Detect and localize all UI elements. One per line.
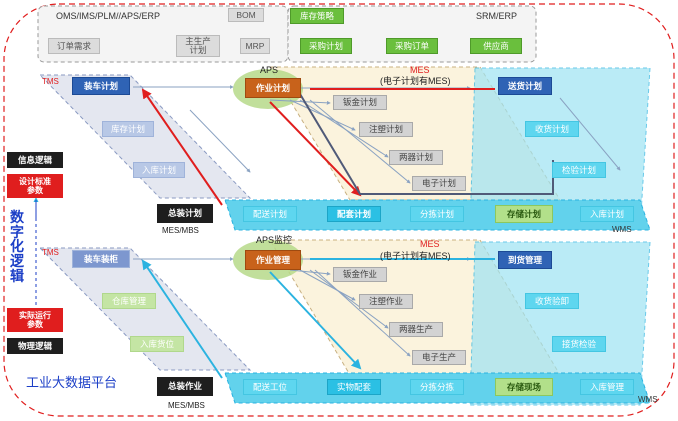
inspection-plan-box[interactable]: 检验计划 (552, 162, 606, 178)
outer-frame (3, 3, 675, 417)
warehouse-mgmt-box[interactable]: 仓库管理 (102, 293, 156, 309)
material-kitting-box[interactable]: 实物配套 (327, 379, 381, 395)
storage-site-box[interactable]: 存储现场 (495, 378, 553, 396)
loading-truck-box[interactable]: 装车装柜 (72, 250, 130, 268)
oms-systems-label: OMS/IMS/PLM//APS/ERP (56, 11, 161, 21)
injection-plan-box[interactable]: 注塑计划 (359, 122, 413, 137)
mrp-box[interactable]: MRP (240, 38, 270, 54)
actual-params-box[interactable]: 实际运行 参数 (7, 308, 63, 332)
wms-lower-zone (469, 241, 651, 406)
receiving-plan-box[interactable]: 收货计划 (525, 121, 579, 137)
warehousing-plan-box[interactable]: 入库计划 (133, 162, 185, 178)
bom-box[interactable]: BOM (228, 8, 264, 22)
design-params-box[interactable]: 设计标准 参数 (7, 174, 63, 198)
receiving-check-box[interactable]: 收货验卸 (525, 293, 579, 309)
tms-lower-zone (38, 247, 252, 371)
red-arrows (141, 88, 495, 206)
assembly-plan-box[interactable]: 总装计划 (157, 204, 213, 223)
inbound-mgmt-box[interactable]: 入库管理 (580, 379, 634, 395)
picking-sort-box[interactable]: 分拣分拣 (410, 379, 464, 395)
distribution-slot-box[interactable]: 配送工位 (243, 379, 297, 395)
injection-op-box[interactable]: 注塑作业 (359, 294, 413, 309)
tms-upper-label: TMS (42, 77, 59, 86)
supplier-box[interactable]: 供应商 (470, 38, 522, 54)
inbound-plan-box[interactable]: 入库计划 (580, 206, 634, 222)
receipt-inspection-box[interactable]: 接货检验 (552, 336, 606, 352)
storage-plan-box[interactable]: 存储计划 (495, 205, 553, 223)
electronic-prod-box[interactable]: 电子生产 (412, 350, 466, 365)
digital-logic-label: 数字化逻辑 (10, 209, 24, 284)
srm-erp-label: SRM/ERP (476, 11, 518, 21)
mes-lower-label: MES (420, 239, 440, 249)
two-device-prod-box[interactable]: 两器生产 (389, 322, 443, 337)
arrival-mgmt-box[interactable]: 到货管理 (498, 251, 552, 269)
picking-plan-box[interactable]: 分拣计划 (410, 206, 464, 222)
electronic-plan-box[interactable]: 电子计划 (412, 176, 466, 191)
kitting-plan-box[interactable]: 配套计划 (327, 206, 381, 222)
physical-logic-box[interactable]: 物理逻辑 (7, 338, 63, 354)
mes-mbs-lower-label: MES/MBS (168, 401, 205, 410)
sheet-metal-plan-box[interactable]: 钣金计划 (333, 95, 387, 110)
cyan-arrows (141, 258, 495, 379)
mes-upper-label: MES (410, 65, 430, 75)
mes-upper-note: (电子计划有MES) (380, 76, 451, 86)
mes-mbs-upper-label: MES/MBS (162, 226, 199, 235)
wms-upper-label: WMS (612, 225, 632, 234)
platform-label: 工业大数据平台 (26, 375, 118, 390)
wms-lower-label: WMS (638, 395, 658, 404)
job-mgmt-box[interactable]: 作业管理 (245, 250, 301, 270)
info-logic-box[interactable]: 信息逻辑 (7, 152, 63, 168)
loading-plan-box[interactable]: 装车计划 (72, 77, 130, 95)
inventory-strategy-box[interactable]: 库存策略 (290, 8, 344, 24)
assembly-op-box[interactable]: 总装作业 (157, 377, 213, 396)
purchase-order-box[interactable]: 采购订单 (386, 38, 438, 54)
aps-label: APS (260, 65, 279, 75)
inventory-plan-box[interactable]: 库存计划 (102, 121, 154, 137)
order-demand-box[interactable]: 订单需求 (48, 38, 100, 54)
job-plan-box[interactable]: 作业计划 (245, 78, 301, 98)
master-plan-box[interactable]: 主生产 计划 (176, 35, 220, 57)
purchase-plan-box[interactable]: 采购计划 (300, 38, 352, 54)
delivery-plan-box[interactable]: 送货计划 (498, 77, 552, 95)
sheet-metal-op-box[interactable]: 钣金作业 (333, 267, 387, 282)
aps-monitor-label: APS监控 (256, 235, 293, 245)
tms-lower-label: TMS (42, 248, 59, 257)
distribution-plan-box[interactable]: 配送计划 (243, 206, 297, 222)
lower-flow-lines (133, 257, 471, 357)
mes-lower-note: (电子计划有MES) (380, 251, 451, 261)
two-device-plan-box[interactable]: 两器计划 (389, 150, 443, 165)
warehousing-location-box[interactable]: 入库货位 (130, 336, 184, 352)
